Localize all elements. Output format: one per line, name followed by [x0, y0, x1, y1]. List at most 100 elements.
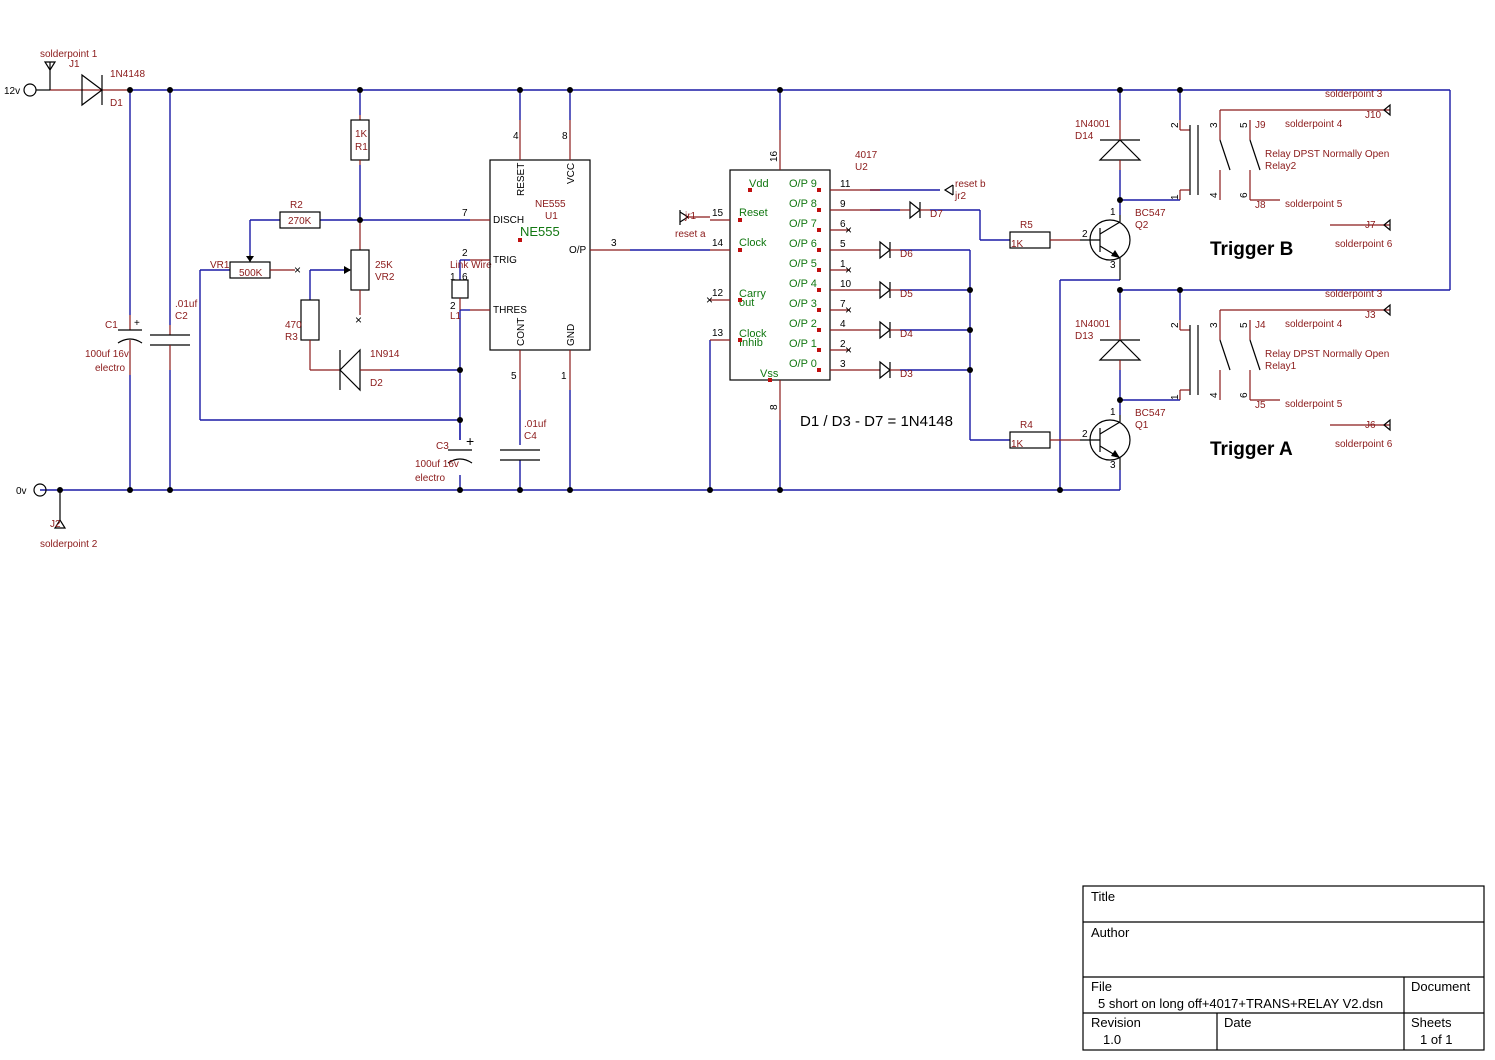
j10-label: solderpoint 3 [1325, 89, 1383, 100]
u2-output-label: O/P 2 [789, 318, 817, 330]
u2-pin16: 16 [769, 150, 780, 162]
no-connect-mark: × [845, 303, 852, 317]
u1-vcc-label: VCC [566, 163, 577, 184]
capacitor-c2: .01uf C2 [150, 299, 197, 370]
diode-d7: D7 [900, 200, 943, 220]
svg-text:+: + [134, 318, 140, 329]
u1-cont-label: CONT [516, 318, 527, 346]
d3-ref: D3 [900, 369, 913, 380]
d2-part: 1N914 [370, 349, 400, 360]
relay2-pin6: 6 [1239, 192, 1250, 198]
label-0v: 0v [16, 486, 27, 497]
date-label: Date [1224, 1015, 1251, 1030]
junction-dot [167, 487, 173, 493]
c1-type: electro [95, 363, 125, 374]
diode-note: D1 / D3 - D7 = 1N4148 [800, 413, 953, 430]
relay1-pin4: 4 [1209, 392, 1220, 398]
revision-label: Revision [1091, 1015, 1141, 1030]
junction-dot [1117, 287, 1123, 293]
u2-ref: U2 [855, 162, 868, 173]
junction-dot [567, 87, 573, 93]
c2-value: .01uf [175, 299, 197, 310]
relay2-pin5: 5 [1239, 122, 1250, 128]
u2-pin15: 15 [712, 208, 724, 219]
wires [40, 89, 1451, 491]
j9-ref: J9 [1255, 120, 1266, 131]
sheets-label: Sheets [1411, 1015, 1452, 1030]
d5-ref: D5 [900, 289, 913, 300]
relay2-pin3: 3 [1209, 122, 1220, 128]
q1-pin-e: 3 [1110, 460, 1116, 471]
u2-output-pin [817, 288, 821, 292]
junction-dot [457, 487, 463, 493]
u2-output-label: O/P 0 [789, 358, 817, 370]
diode-d13: 1N4001 D13 [1075, 319, 1142, 370]
u2-pin13: 13 [712, 328, 724, 339]
diode-d2: 1N914 D2 [339, 348, 400, 392]
diode-d6: D6 [879, 240, 913, 260]
u2-vss-label: Vss [760, 368, 779, 380]
junction-dot [777, 87, 783, 93]
diode-d3: D3 [879, 360, 913, 380]
potentiometer-vr1: × VR1 500K [210, 255, 301, 279]
junction-dot [127, 487, 133, 493]
diode-d4: D4 [879, 320, 913, 340]
u1-gnd-label: GND [566, 324, 577, 346]
title-block: Title Author File 5 short on long off+40… [1082, 885, 1485, 1051]
j5-label: solderpoint 5 [1285, 399, 1343, 410]
relay1-desc: Relay DPST Normally Open [1265, 349, 1389, 360]
relay1-ref: Relay1 [1265, 361, 1297, 372]
u2-reset-label: Reset [739, 207, 768, 219]
junction-dot [457, 367, 463, 373]
u1-pin4: 4 [513, 131, 519, 142]
junction-dot [1177, 87, 1183, 93]
connector-jr2: reset b jr2 [943, 179, 986, 202]
l1-pin1: 1 [450, 272, 456, 283]
u1-pin2: 2 [462, 248, 468, 259]
connector-jr1: jr1 reset a [675, 210, 710, 240]
j5-ref: J5 [1255, 400, 1266, 411]
u1-trig-label: TRIG [493, 255, 517, 266]
u2-output-pin-number: 1 [840, 259, 846, 270]
u2-output-label: O/P 9 [789, 178, 817, 190]
document-label: Document [1411, 979, 1471, 994]
u2-output-label: O/P 8 [789, 198, 817, 210]
l1-ref: L1 [450, 311, 462, 322]
j10-ref: J10 [1365, 110, 1382, 121]
u2-output-pin [817, 328, 821, 332]
label-j1: J1 [69, 59, 80, 70]
resistor-r1: 1K R1 [350, 115, 370, 165]
u2-output-pin-number: 5 [840, 239, 846, 250]
q2-part: BC547 [1135, 208, 1166, 219]
junction-dot [1177, 287, 1183, 293]
junction-dot [1117, 87, 1123, 93]
vr1-value: 500K [239, 268, 263, 279]
d2-ref: D2 [370, 378, 383, 389]
u2-output-pin-number: 7 [840, 299, 846, 310]
title-label: Title [1091, 889, 1115, 904]
svg-text:+: + [466, 433, 474, 449]
u2-output-label: O/P 7 [789, 218, 817, 230]
u1-body-label: NE555 [520, 224, 560, 239]
u2-output-pin [817, 228, 821, 232]
u2-output-pin-number: 9 [840, 199, 846, 210]
junction-dot [127, 87, 133, 93]
junction-dot [707, 487, 713, 493]
q2-pin-e: 3 [1110, 260, 1116, 271]
j4-label: solderpoint 4 [1285, 319, 1343, 330]
u2-output-pin [817, 348, 821, 352]
svg-text:×: × [355, 313, 362, 327]
junction-dot [167, 87, 173, 93]
u2-output-pin [817, 268, 821, 272]
junction-dot [967, 367, 973, 373]
revision-value: 1.0 [1103, 1032, 1121, 1047]
vr2-value: 25K [375, 260, 393, 271]
diode-d5: D5 [879, 280, 913, 300]
u1-disch-label: DISCH [493, 215, 524, 226]
resistor-r2: R2 270K [279, 200, 321, 229]
junction-dot [357, 217, 363, 223]
potentiometer-vr2: × 25K VR2 [344, 220, 395, 327]
r3-value: 470 [285, 320, 302, 331]
u2-pin12: 12 [712, 288, 724, 299]
junction-dot [567, 487, 573, 493]
